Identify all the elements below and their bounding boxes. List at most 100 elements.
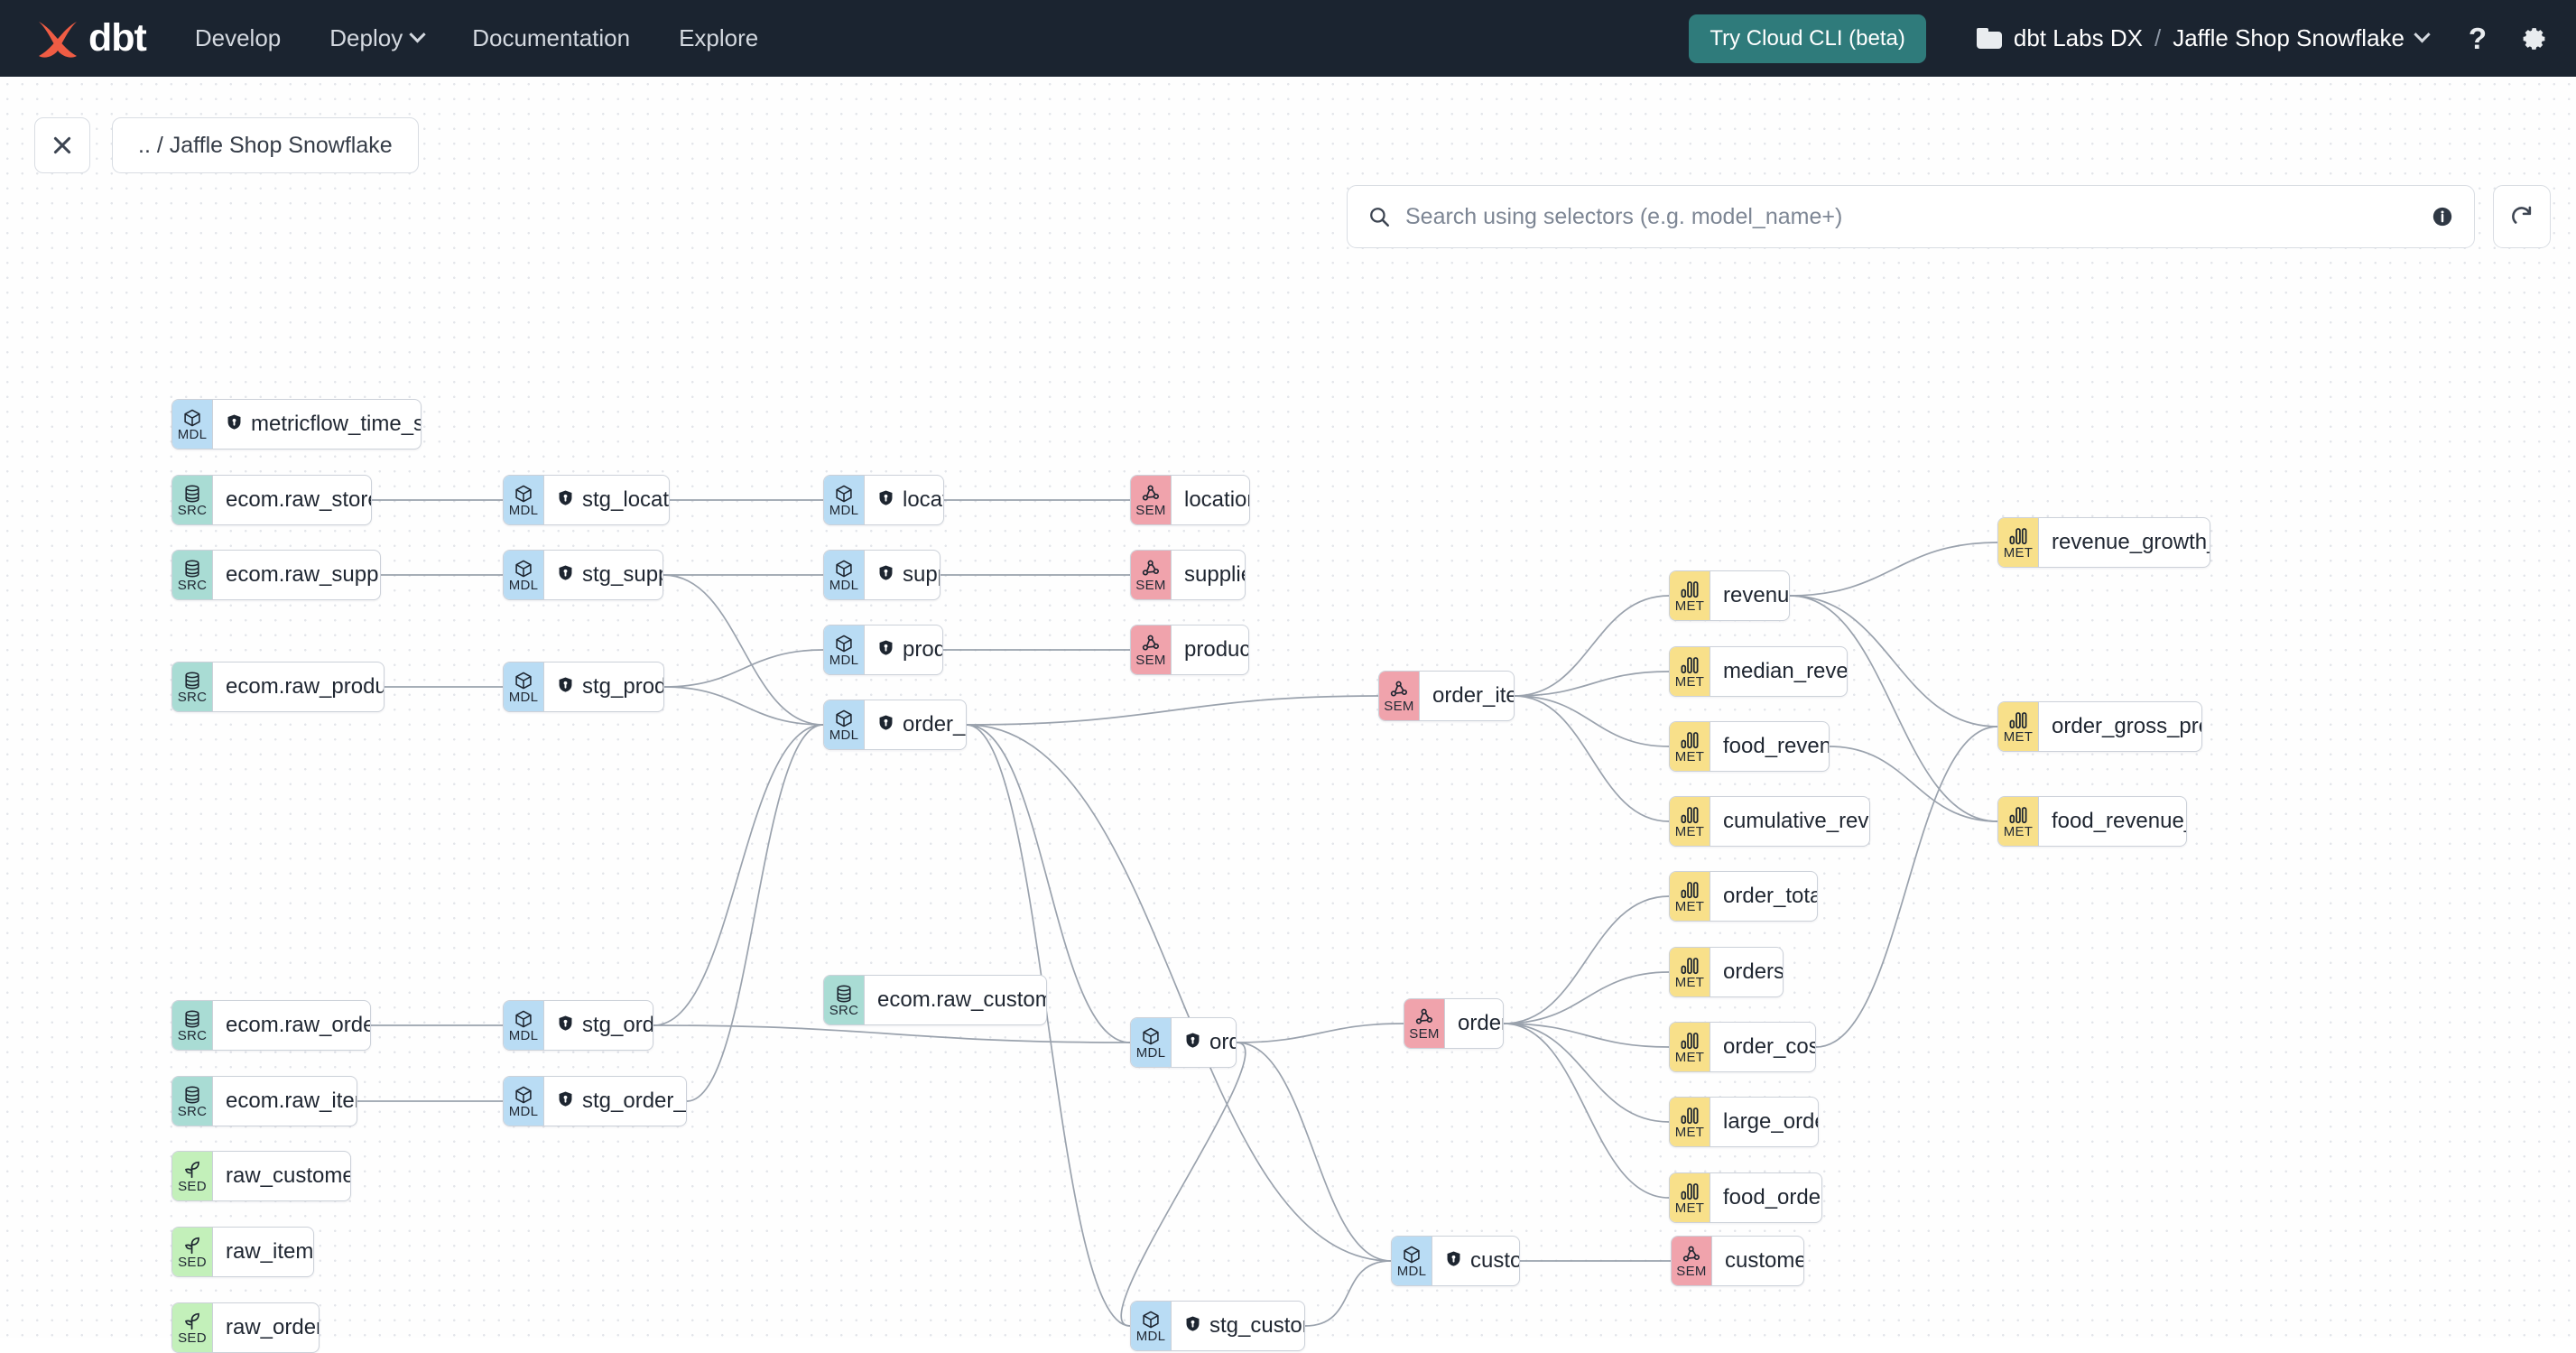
nav-link-deploy[interactable]: Deploy — [329, 24, 426, 52]
node-type-badge-src: SRC — [172, 1077, 213, 1126]
lineage-node-sem_customers[interactable]: SEMcustomers — [1671, 1236, 1804, 1286]
lineage-edge — [1503, 895, 1670, 1024]
dbt-brand[interactable]: dbt — [34, 16, 147, 60]
node-label: orders — [1209, 1030, 1236, 1054]
node-body: locations — [865, 476, 943, 524]
shield-icon — [557, 489, 574, 511]
node-type-badge-met: MET — [1670, 948, 1710, 996]
lineage-edge — [1789, 595, 1998, 822]
chevron-down-icon — [409, 26, 426, 43]
lineage-edge — [653, 1024, 1131, 1043]
lineage-node-mdl_customers[interactable]: MDLcustomers — [1391, 1236, 1520, 1286]
nav-link-explore[interactable]: Explore — [679, 24, 758, 52]
brand-wordmark: dbt — [88, 16, 147, 60]
lineage-node-sem_orders[interactable]: SEMorders — [1404, 998, 1504, 1049]
cube-icon — [514, 484, 533, 504]
lineage-node-sem_products[interactable]: SEMproducts — [1130, 625, 1249, 675]
breadcrumb[interactable]: .. / Jaffle Shop Snowflake — [112, 117, 419, 173]
node-type-badge-met: MET — [1998, 518, 2039, 567]
lineage-node-met_median_revenue[interactable]: MET median_revenue — [1669, 646, 1848, 697]
lineage-node-mdl_orders[interactable]: MDLorders — [1130, 1017, 1237, 1068]
node-type-badge-mdl: MDL — [824, 476, 865, 524]
shield-icon — [877, 564, 894, 586]
node-type-label: SEM — [1676, 1263, 1707, 1279]
lineage-node-sem_locations[interactable]: SEMlocations — [1130, 475, 1250, 525]
database-icon — [834, 984, 854, 1004]
question-mark-icon[interactable]: ? — [2464, 24, 2491, 53]
lineage-node-stg_products[interactable]: MDL stg_products — [503, 662, 664, 712]
lineage-edge — [1503, 1023, 1670, 1048]
try-cloud-cli-button[interactable]: Try Cloud CLI (beta) — [1689, 14, 1926, 63]
node-label: products — [903, 637, 943, 662]
lineage-node-mdl_supplies[interactable]: MDLsupplies — [823, 550, 941, 600]
node-body: customers — [1432, 1237, 1519, 1285]
gear-icon[interactable] — [2520, 24, 2549, 53]
shield-icon — [557, 676, 574, 698]
node-type-label: MDL — [829, 652, 859, 668]
refresh-button[interactable] — [2493, 185, 2551, 248]
node-body: order_total — [1710, 872, 1817, 921]
lineage-canvas[interactable]: .. / Jaffle Shop Snowflake MDLmetricflow… — [0, 77, 2576, 1353]
close-button[interactable] — [34, 117, 90, 173]
search-input[interactable] — [1405, 203, 2416, 230]
node-label: ecom.raw_items — [226, 1089, 357, 1113]
node-label: median_revenue — [1723, 659, 1848, 683]
search-bar[interactable] — [1347, 185, 2475, 248]
nav-link-documentation[interactable]: Documentation — [472, 24, 630, 52]
bar-chart-icon — [1680, 880, 1700, 900]
lineage-edge — [1503, 1023, 1670, 1123]
node-type-label: SRC — [177, 502, 208, 518]
lineage-node-met_revenue_growth_mom[interactable]: MET revenue_growth_mom — [1997, 517, 2210, 568]
lineage-node-mdl_products[interactable]: MDL products — [823, 625, 943, 675]
bar-chart-icon — [1680, 1182, 1700, 1201]
node-type-label: SEM — [1384, 698, 1414, 714]
nav-link-develop[interactable]: Develop — [195, 24, 281, 52]
node-label: order_gross_profit — [2052, 714, 2201, 738]
node-label: raw_items — [226, 1239, 314, 1264]
lineage-node-ecom_raw_items[interactable]: SRC ecom.raw_items — [171, 1076, 357, 1126]
node-body: stg_products — [544, 663, 663, 711]
bar-chart-icon — [1680, 805, 1700, 825]
database-icon — [182, 559, 202, 579]
node-body: revenue_growth_mom — [2039, 518, 2210, 567]
info-icon[interactable] — [2431, 205, 2454, 228]
bar-chart-icon — [1680, 1031, 1700, 1051]
node-type-label: MET — [2003, 544, 2034, 561]
project-breadcrumb[interactable]: dbt Labs DX / Jaffle Shop Snowflake — [1976, 24, 2431, 52]
lineage-edge — [1514, 671, 1670, 697]
nav-link-explore-label: Explore — [679, 24, 759, 51]
lineage-node-sem_supplies[interactable]: SEMsupplies — [1130, 550, 1246, 600]
node-label: raw_customers — [226, 1163, 350, 1188]
node-type-label: MDL — [508, 689, 539, 705]
lineage-edge — [663, 649, 824, 688]
node-type-badge-mdl: MDL — [504, 1001, 544, 1050]
lineage-node-mdl_locations[interactable]: MDLlocations — [823, 475, 944, 525]
node-type-badge-met: MET — [1670, 647, 1710, 696]
